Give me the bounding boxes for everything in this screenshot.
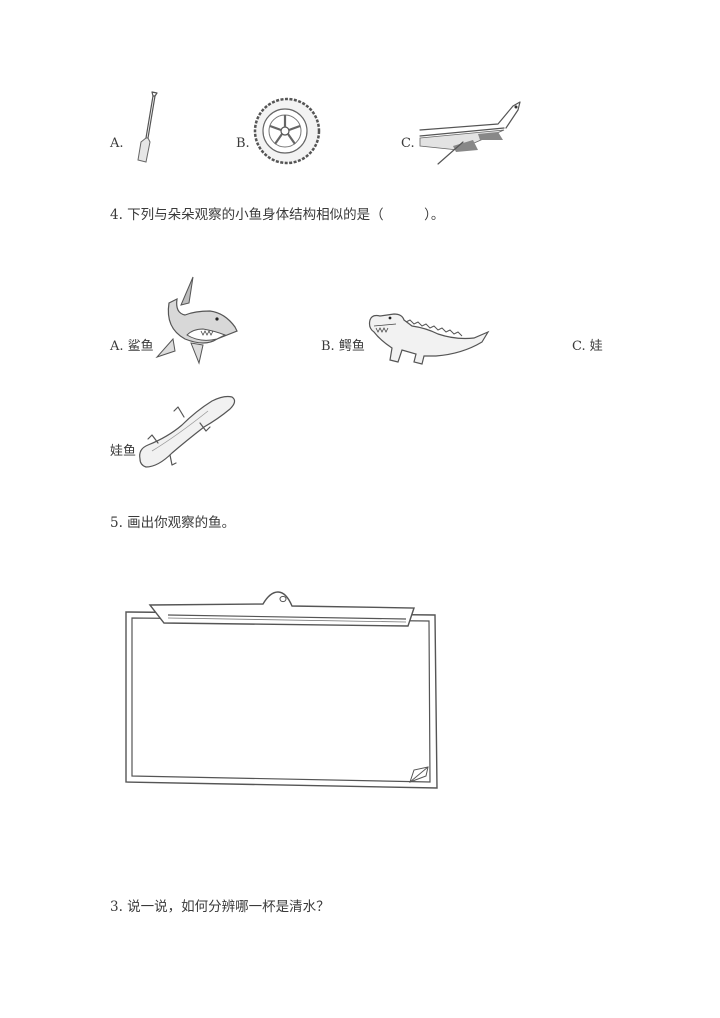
wheel-icon [252,96,322,166]
option-a-shark-label: A. 鲨鱼 [110,339,154,354]
crocodile-icon [366,310,492,370]
option-c-label: C. [401,136,415,151]
airplane-wing-icon [418,98,528,168]
shark-icon [155,273,243,368]
option-b-crocodile-label: B. 鳄鱼 [321,339,365,354]
option-a-label: A. [110,136,124,151]
option-c-salamander-label: C. 娃 [572,339,603,354]
giant-salamander-icon [138,393,238,473]
option-b-label: B. [236,136,250,151]
question-3-text: 3. 说一说，如何分辨哪一杯是清水？ [110,899,330,915]
question-4-text: 4. 下列与朵朵观察的小鱼身体结构相似的是（ ）。 [110,207,445,223]
drawing-board[interactable] [120,590,440,790]
question-5-text: 5. 画出你观察的鱼。 [110,515,236,531]
paddle-icon [132,90,162,165]
option-c-salamander-label-wrap: 娃鱼 [110,444,137,459]
